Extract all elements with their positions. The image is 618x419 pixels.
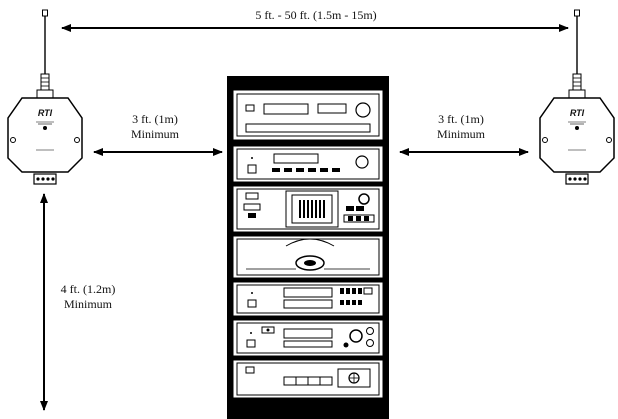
rack-unit-vcr	[232, 281, 384, 317]
height-dimension: 4 ft. (1.2m) Minimum	[40, 193, 116, 411]
left-gap-dimension: 3 ft. (1m) Minimum	[93, 112, 223, 156]
terminal-block	[33, 173, 57, 185]
range-label: 5 ft. - 50 ft. (1.5m - 15m)	[255, 8, 376, 22]
receiver-housing	[539, 97, 615, 173]
receiver-housing	[7, 97, 83, 173]
rti-logo: RTI	[570, 108, 585, 118]
right-gap-label-2: Minimum	[437, 127, 486, 141]
rack-unit-dvd-player	[232, 319, 384, 357]
right-gap-label-1: 3 ft. (1m)	[438, 112, 484, 126]
rti-logo: RTI	[38, 108, 53, 118]
terminal-block	[565, 173, 589, 185]
rack-unit-cassette-deck	[232, 185, 384, 233]
right-receiver: RTI	[539, 9, 615, 185]
left-gap-label-1: 3 ft. (1m)	[132, 112, 178, 126]
rack-unit-cd-player	[232, 235, 384, 279]
height-label-1: 4 ft. (1.2m)	[61, 282, 116, 296]
range-dimension: 5 ft. - 50 ft. (1.5m - 15m)	[61, 8, 569, 32]
left-gap-label-2: Minimum	[131, 127, 180, 141]
left-receiver: RTI	[7, 9, 83, 185]
rack-unit-tuner	[232, 145, 384, 183]
rack-unit-receiver	[232, 89, 384, 141]
equipment-rack	[227, 76, 389, 419]
right-gap-dimension: 3 ft. (1m) Minimum	[399, 112, 529, 156]
height-label-2: Minimum	[64, 297, 113, 311]
rack-unit-amplifier	[232, 359, 384, 399]
